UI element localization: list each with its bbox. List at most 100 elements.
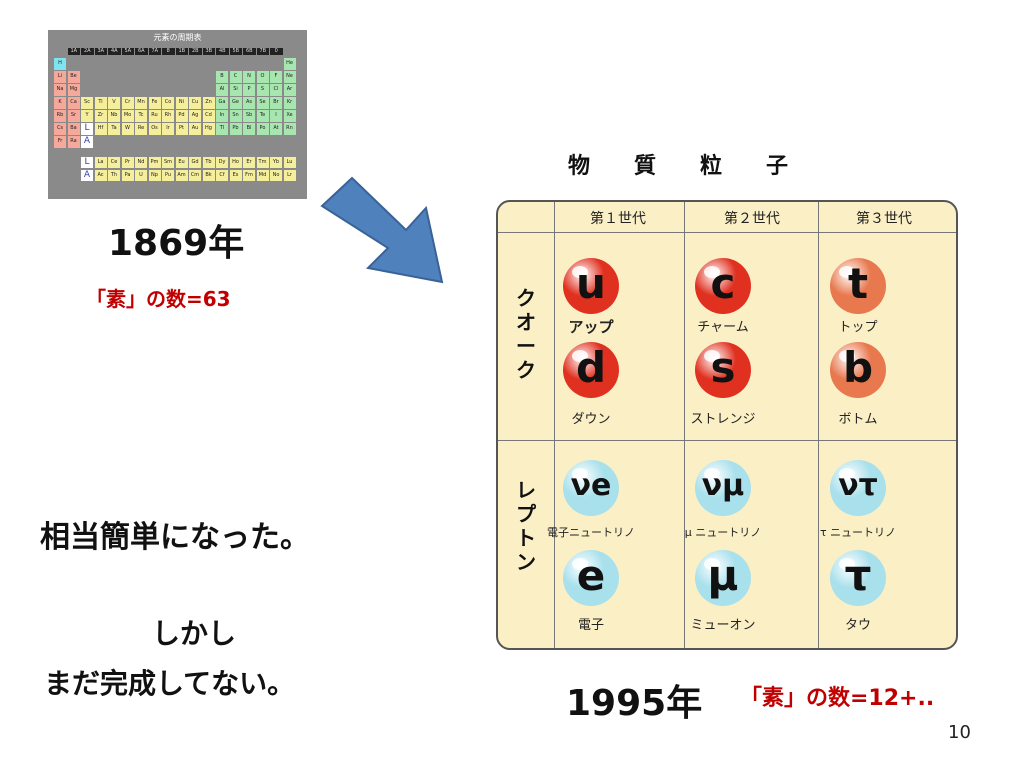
page-number: 10 (948, 722, 971, 743)
particle-ball: s (695, 342, 751, 398)
element-cell: O (256, 71, 269, 83)
element-cell: Tb (202, 156, 215, 169)
element-cell: Rn (283, 123, 296, 135)
particle-ball: νμ (695, 460, 751, 516)
title-char: 物 (568, 154, 591, 179)
label-char: ン (516, 550, 536, 574)
element-cell: Th (108, 169, 120, 182)
element-cell: Nb (108, 110, 120, 122)
particle-symbol: s (710, 343, 736, 392)
element-cell: Al (216, 84, 228, 96)
title-char: 子 (766, 154, 789, 179)
element-count-1869: 「素」の数=63 (86, 287, 231, 311)
highlight (839, 468, 855, 480)
group-header: 3A (94, 48, 107, 55)
particle-symbol: ντ (838, 468, 878, 503)
element-cell: Ir (162, 123, 174, 135)
element-cell: Er (243, 156, 255, 169)
element-cell: Tc (135, 110, 147, 122)
group-header: 7B (256, 48, 269, 55)
particle-ball: τ (830, 550, 886, 606)
element-cell: Eu (175, 156, 188, 169)
element-cell: Na (54, 84, 66, 96)
particle-name: 電子ニュートリノ (547, 526, 635, 539)
element-cell: Sb (243, 110, 255, 122)
element-cell: Ne (283, 71, 296, 83)
particle-symbol: τ (844, 551, 872, 600)
particle-ball: u (563, 258, 619, 314)
element-cell: Np (148, 169, 161, 182)
element-cell: In (216, 110, 228, 122)
group-header: 6B (243, 48, 256, 55)
element-cell: Nd (135, 156, 147, 169)
particle-name: τ ニュートリノ (819, 526, 897, 539)
title-char: 質 (634, 154, 657, 179)
element-cell: Tm (256, 156, 269, 169)
highlight (572, 468, 588, 480)
element-cell: N (243, 71, 255, 83)
element-cell: Re (135, 123, 147, 135)
element-cell: Pb (229, 123, 242, 135)
group-header: 1B (175, 48, 188, 55)
divider (684, 202, 685, 648)
highlight (704, 558, 720, 570)
element-cell: Ta (108, 123, 120, 135)
element-cell: Sn (229, 110, 242, 122)
particle-ball: ντ (830, 460, 886, 516)
right-down-arrow-icon (320, 176, 444, 284)
group-header: 2A (81, 48, 94, 55)
particle-ball: e (563, 550, 619, 606)
note-simpler: 相当簡単になった。 (40, 520, 310, 555)
element-cell: Lu (283, 156, 296, 169)
element-cell: I (270, 110, 282, 122)
element-cell: Cr (121, 97, 134, 109)
element-cell: Gd (189, 156, 201, 169)
group-header: 1A (67, 48, 80, 55)
element-cell: C (229, 71, 242, 83)
element-cell: Os (148, 123, 161, 135)
particle-name: ボトム (838, 412, 878, 427)
element-cell: Sm (162, 156, 174, 169)
element-cell: Fe (148, 97, 161, 109)
element-cell: Ru (148, 110, 161, 122)
element-cell: Bi (243, 123, 255, 135)
group-header: 4B (216, 48, 229, 55)
particle-name: トップ (838, 320, 878, 335)
year-1869: 1869年 (108, 223, 245, 264)
particle-name: ダウン (571, 412, 611, 427)
element-cell: Zr (94, 110, 107, 122)
element-cell: L (81, 156, 93, 169)
element-cell: Md (256, 169, 269, 182)
element-cell: Sr (67, 110, 80, 122)
element-cell: L (81, 123, 93, 135)
element-cell: Au (189, 123, 201, 135)
element-cell: A (81, 136, 93, 148)
element-cell: Tl (216, 123, 228, 135)
element-cell: Rh (162, 110, 174, 122)
particle-name: μ ニュートリノ (684, 526, 762, 539)
element-cell: Cm (189, 169, 201, 182)
particle-symbol: d (575, 343, 607, 392)
label-char: ト (516, 526, 536, 550)
generation-1-header: 第１世代 (590, 211, 646, 227)
element-cell: S (256, 84, 269, 96)
element-cell: Pa (121, 169, 134, 182)
highlight (572, 266, 588, 278)
element-cell: No (270, 169, 282, 182)
element-cell: Co (162, 97, 174, 109)
label-char: レ (516, 478, 536, 502)
particle-ball: t (830, 258, 886, 314)
element-cell: Li (54, 71, 66, 83)
periodic-table-title: 元素の周期表 (153, 33, 202, 42)
element-cell: Hg (202, 123, 215, 135)
generation-2-header: 第２世代 (724, 211, 780, 227)
group-header: 6A (135, 48, 148, 55)
particle-name: 電子 (577, 618, 604, 633)
element-cell: A (81, 169, 93, 182)
lepton-row-label: レ プ ト ン (516, 478, 536, 574)
label-char: ク (516, 358, 536, 382)
element-cell: V (108, 97, 120, 109)
note-however: しかし (152, 617, 237, 650)
element-cell: Ho (229, 156, 242, 169)
